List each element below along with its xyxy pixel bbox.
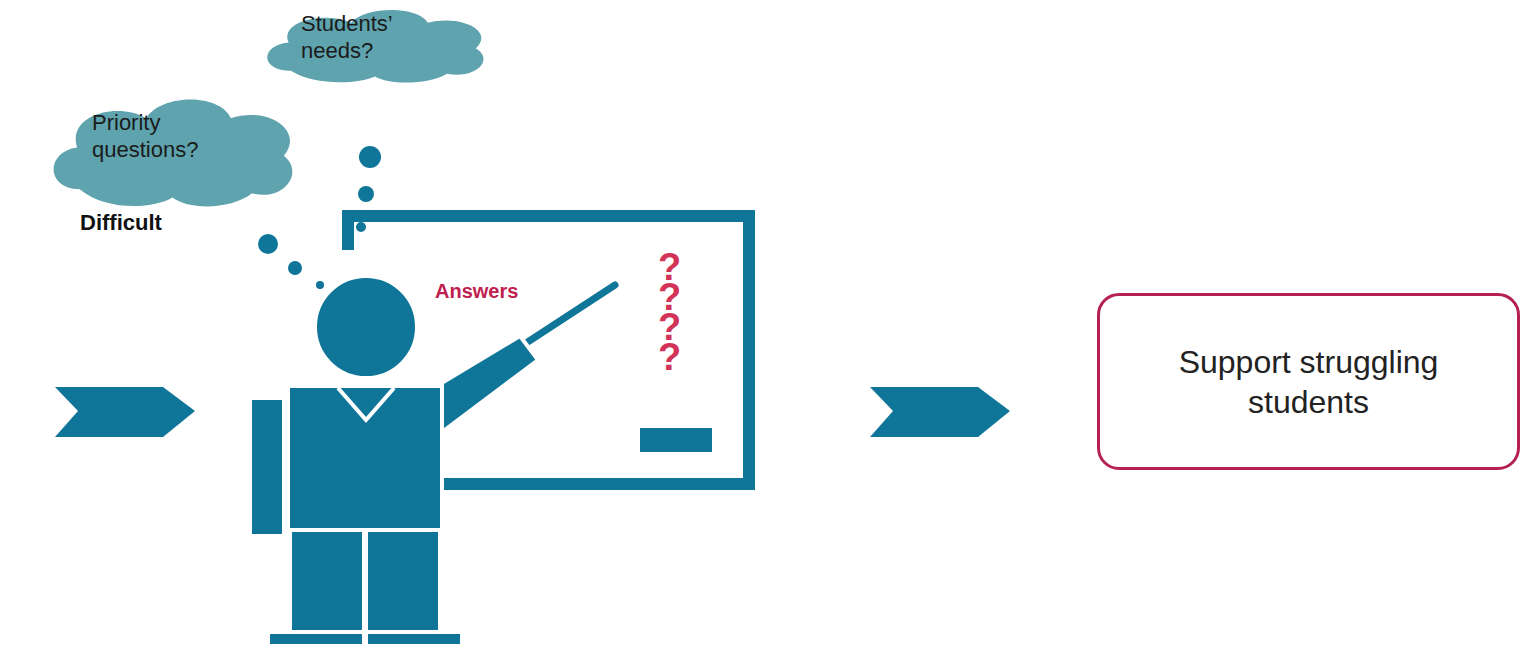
process-box: Support struggling students (1097, 293, 1520, 470)
right-chevron-arrow (870, 387, 1010, 437)
cloud-outline (54, 100, 293, 207)
teacher-foot (366, 632, 462, 646)
blackboard: Answers ? ? ? ? (340, 210, 755, 490)
teacher-leg (290, 524, 364, 634)
cloud-outline (267, 10, 483, 83)
thought-dot (258, 234, 278, 254)
board-shape (340, 210, 755, 490)
teacher-body (250, 276, 538, 646)
thought-dot (358, 186, 374, 202)
board-eraser (640, 428, 712, 452)
teacher-foot (268, 632, 364, 646)
teacher-collar (338, 388, 394, 420)
board-heading: Answers (435, 280, 518, 303)
box-text: Support struggling students (1159, 342, 1459, 422)
cloud-text: Priority questions? (92, 109, 242, 163)
board-frame (348, 216, 749, 484)
pointer-stick (520, 285, 615, 347)
thought-dot (359, 146, 381, 168)
thought-cloud: Priority questions? (40, 85, 305, 210)
flow-label: Difficult (80, 210, 162, 236)
question-marks: ? ? ? ? (658, 252, 682, 372)
teacher-head (315, 276, 417, 378)
teacher-leg (366, 524, 440, 634)
thought-cloud: Students’ needs? (255, 0, 495, 85)
thought-dot (356, 222, 366, 232)
thought-dot (288, 261, 302, 275)
left-chevron-arrow (55, 387, 195, 437)
cloud-text: Students’ needs? (301, 10, 421, 64)
thought-dot (316, 281, 324, 289)
teacher-arm (250, 398, 284, 536)
teacher-arm (430, 336, 538, 432)
teacher-torso (288, 386, 442, 530)
